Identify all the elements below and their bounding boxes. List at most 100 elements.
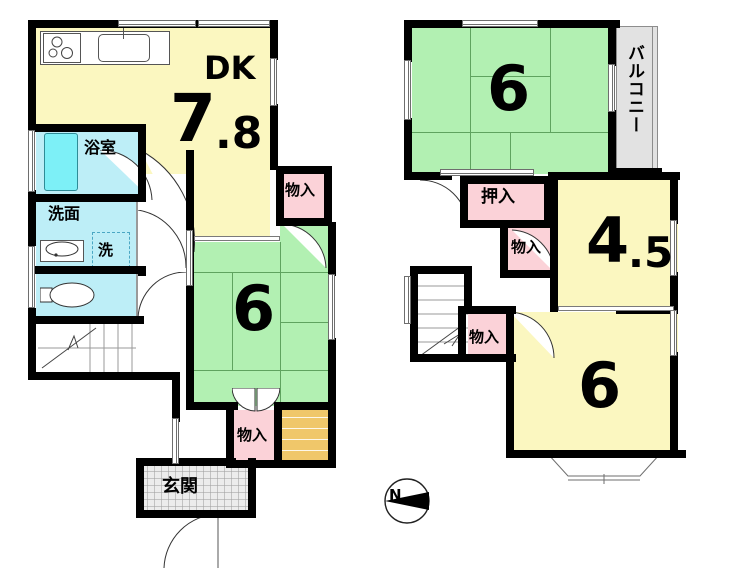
wall-2f [608, 20, 616, 66]
label-dk: DK [204, 49, 256, 87]
sink-icon [98, 34, 150, 62]
label-entrance: 玄関 [162, 476, 198, 497]
wall-2f [506, 450, 686, 458]
wall-2f [608, 110, 616, 176]
wall-2f [550, 176, 558, 312]
wall-1f [36, 124, 146, 132]
wall-2f [544, 176, 552, 228]
window-1f [270, 58, 277, 106]
wall-1f [138, 266, 146, 276]
label-dk-size-dec: .8 [215, 108, 263, 159]
window-2f [462, 20, 538, 27]
tatami-seam [470, 26, 471, 174]
label-bath: 浴室 [84, 138, 117, 157]
wall-2f [410, 266, 418, 362]
label-6-2f: 6 [578, 349, 622, 422]
label-dk-size-int: 7 [170, 80, 216, 157]
label-washroom: 洗面 [48, 204, 81, 223]
sliding-door-1f [194, 236, 280, 241]
label-tatami6-1f: 6 [232, 272, 276, 345]
wall-1f [136, 458, 144, 518]
wall-2f [464, 266, 472, 310]
stove-burners-icon [44, 34, 80, 62]
window-1f [118, 20, 196, 27]
thin-partition [136, 200, 138, 320]
wall-2f [404, 20, 412, 62]
sliding-door-2f [558, 306, 674, 311]
wall-1f [28, 194, 146, 202]
wall-1f [172, 372, 180, 422]
label-balcony: バルコニー [624, 44, 644, 134]
wall-1f [28, 308, 36, 380]
wall-1f [136, 458, 236, 466]
label-closet-upper: 物入 [511, 238, 542, 256]
compass-rose [382, 477, 432, 525]
balcony-fill [616, 26, 658, 176]
wall-2f [458, 306, 516, 314]
window-1f [186, 230, 193, 286]
wall-1f [28, 266, 138, 274]
vanity-bowl-icon [42, 241, 82, 260]
tatami-seam [280, 322, 328, 323]
door-arc-toilet [136, 272, 188, 320]
wall-1f [138, 124, 146, 202]
window-2f [440, 169, 534, 176]
window-2f [404, 276, 411, 324]
window-1f [172, 418, 179, 464]
wall-1f [28, 20, 36, 132]
bathtub-shape [44, 133, 78, 191]
closet-lower-fill [464, 312, 510, 358]
wall-1f [226, 406, 234, 468]
wall-2f [670, 272, 678, 314]
label-oshiire: 押入 [481, 187, 515, 207]
window-1f [328, 274, 335, 340]
wall-2f [506, 306, 514, 458]
staircase-1f-orange [282, 410, 328, 462]
label-closet-lower: 物入 [469, 328, 500, 346]
wall-2f [612, 168, 662, 176]
stove-icon [43, 33, 81, 63]
tatami-seam [232, 272, 233, 370]
tatami-seam [550, 26, 551, 132]
label-tatami6-2f: 6 [487, 52, 531, 125]
window-1f [28, 130, 35, 192]
balcony-rail [652, 26, 658, 176]
compass-north-label: N [389, 486, 402, 504]
fusuma-closet-hall [232, 388, 280, 412]
wall-2f [410, 354, 472, 362]
wall-1f [328, 222, 336, 276]
tatami-seam [412, 132, 608, 133]
wall-2f [404, 118, 412, 180]
toilet-icon [40, 278, 102, 314]
wall-1f [274, 406, 282, 468]
window-2f [608, 64, 615, 112]
wall-2f [458, 306, 466, 362]
wall-1f [274, 402, 336, 410]
wall-1f [248, 458, 256, 518]
wall-2f [460, 176, 552, 184]
tatami-seam [470, 76, 550, 77]
wall-1f [276, 166, 284, 224]
wall-1f [136, 510, 256, 518]
closet-oshiire-fill [466, 180, 548, 220]
tatami-seam [192, 370, 328, 371]
label-45-int: 4 [586, 204, 630, 277]
wall-1f [28, 316, 144, 324]
window-1f [28, 246, 35, 308]
wall-2f [670, 172, 678, 224]
wall-2f [548, 172, 680, 180]
door-arc-6-2f [508, 312, 556, 360]
wall-2f [410, 266, 472, 274]
label-closet-hall: 物入 [237, 426, 268, 444]
closet-hall-fill [232, 410, 280, 462]
wall-2f [458, 354, 516, 362]
wall-1f [28, 372, 180, 380]
tatami-seam [510, 132, 511, 174]
window-2f [670, 310, 677, 356]
wall-1f [276, 166, 332, 174]
door-arc-entrance [162, 514, 220, 570]
door-arc-hall-2 [138, 210, 188, 272]
wall-1f [226, 460, 336, 468]
wall-2f [500, 270, 556, 278]
